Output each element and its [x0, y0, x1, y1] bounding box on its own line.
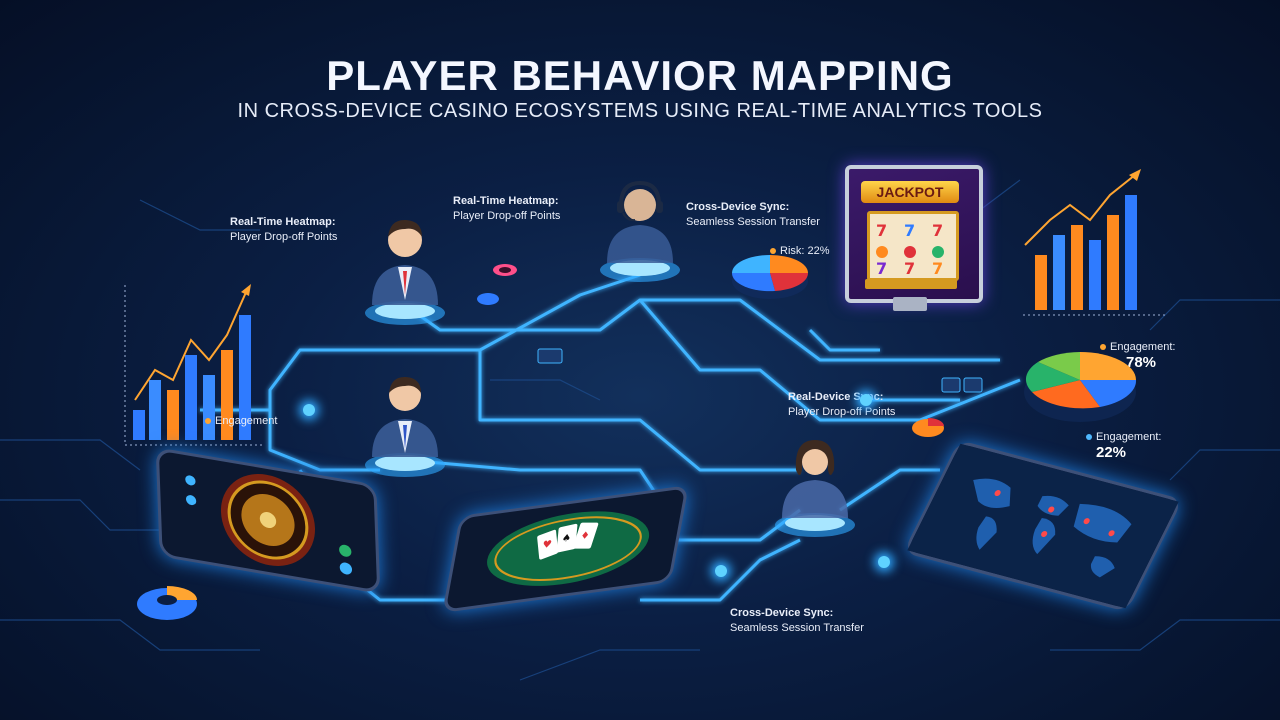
sync-label-mid: Real-Device Sync: Player Drop-off Points [788, 391, 896, 418]
engagement-label-right-top: Engagement: 78% [1100, 340, 1175, 370]
engagement-label-right-bottom: Engagement: 22% [1086, 430, 1161, 460]
world-map-icon [907, 443, 1179, 609]
bar-chart-bar [1053, 235, 1065, 310]
network-node [303, 404, 315, 416]
bar-chart-bar [149, 380, 161, 440]
person-icon [365, 219, 445, 325]
bar-chart-bar [133, 410, 145, 440]
tablet-device: ♥ ♠ ♦ [442, 485, 689, 613]
headset-agent-icon [600, 180, 680, 282]
svg-text:♦: ♦ [579, 529, 590, 542]
mini-screen-icon [537, 348, 563, 364]
bar-chart-bar [221, 350, 233, 440]
bar-chart-bar [203, 375, 215, 440]
svg-text:7: 7 [932, 221, 943, 240]
bar-chart-bar [1071, 225, 1083, 310]
svg-text:7: 7 [932, 259, 943, 278]
svg-text:7: 7 [876, 221, 887, 240]
jackpot-sign: JACKPOT [861, 181, 959, 203]
bar-chart-bar [1035, 255, 1047, 310]
network-node [860, 394, 872, 406]
page-subtitle: IN CROSS-DEVICE CASINO ECOSYSTEMS USING … [237, 100, 1043, 122]
cards-icon: ♥ ♠ ♦ [487, 511, 650, 586]
bar-chart-bar [1089, 240, 1101, 310]
person-icon [775, 440, 855, 537]
bar-chart-bar [185, 355, 197, 440]
pie-chart-icon [137, 586, 197, 620]
pie-chart-icon [731, 255, 809, 299]
chip-icon [493, 264, 517, 276]
tablet-map-device [903, 439, 1183, 613]
heatmap-label-left: Real-Time Heatmap: Player Drop-off Point… [230, 216, 338, 243]
engagement-label-left: Engagement [205, 414, 277, 429]
phone-device [155, 447, 381, 594]
bar-chart-bar [1125, 195, 1137, 310]
network-node [715, 565, 727, 577]
bar-chart-bar [1107, 215, 1119, 310]
svg-text:7: 7 [904, 259, 915, 278]
roulette-icon [185, 474, 353, 575]
bar-chart-bar [239, 315, 251, 440]
pie-chart-icon [1024, 352, 1137, 422]
bar-chart-right [1023, 169, 1165, 316]
page-title: PLAYER BEHAVIOR MAPPING [326, 52, 954, 99]
sync-label-bottom: Cross-Device Sync: Seamless Session Tran… [730, 607, 864, 634]
svg-text:♥: ♥ [541, 538, 552, 551]
person-icon [365, 376, 445, 477]
svg-text:7: 7 [876, 259, 887, 278]
chip-icon [477, 293, 499, 305]
mini-screen-icon [941, 377, 983, 393]
heatmap-label-top: Real-Time Heatmap: Player Drop-off Point… [453, 195, 561, 222]
bar-chart-bar [167, 390, 179, 440]
pie-chart-icon [912, 418, 944, 437]
svg-text:♠: ♠ [561, 532, 572, 545]
risk-label: Risk: 22% [770, 244, 830, 259]
sync-label-top: Cross-Device Sync: Seamless Session Tran… [686, 201, 820, 228]
network-node [878, 556, 890, 568]
svg-text:7: 7 [904, 221, 915, 240]
